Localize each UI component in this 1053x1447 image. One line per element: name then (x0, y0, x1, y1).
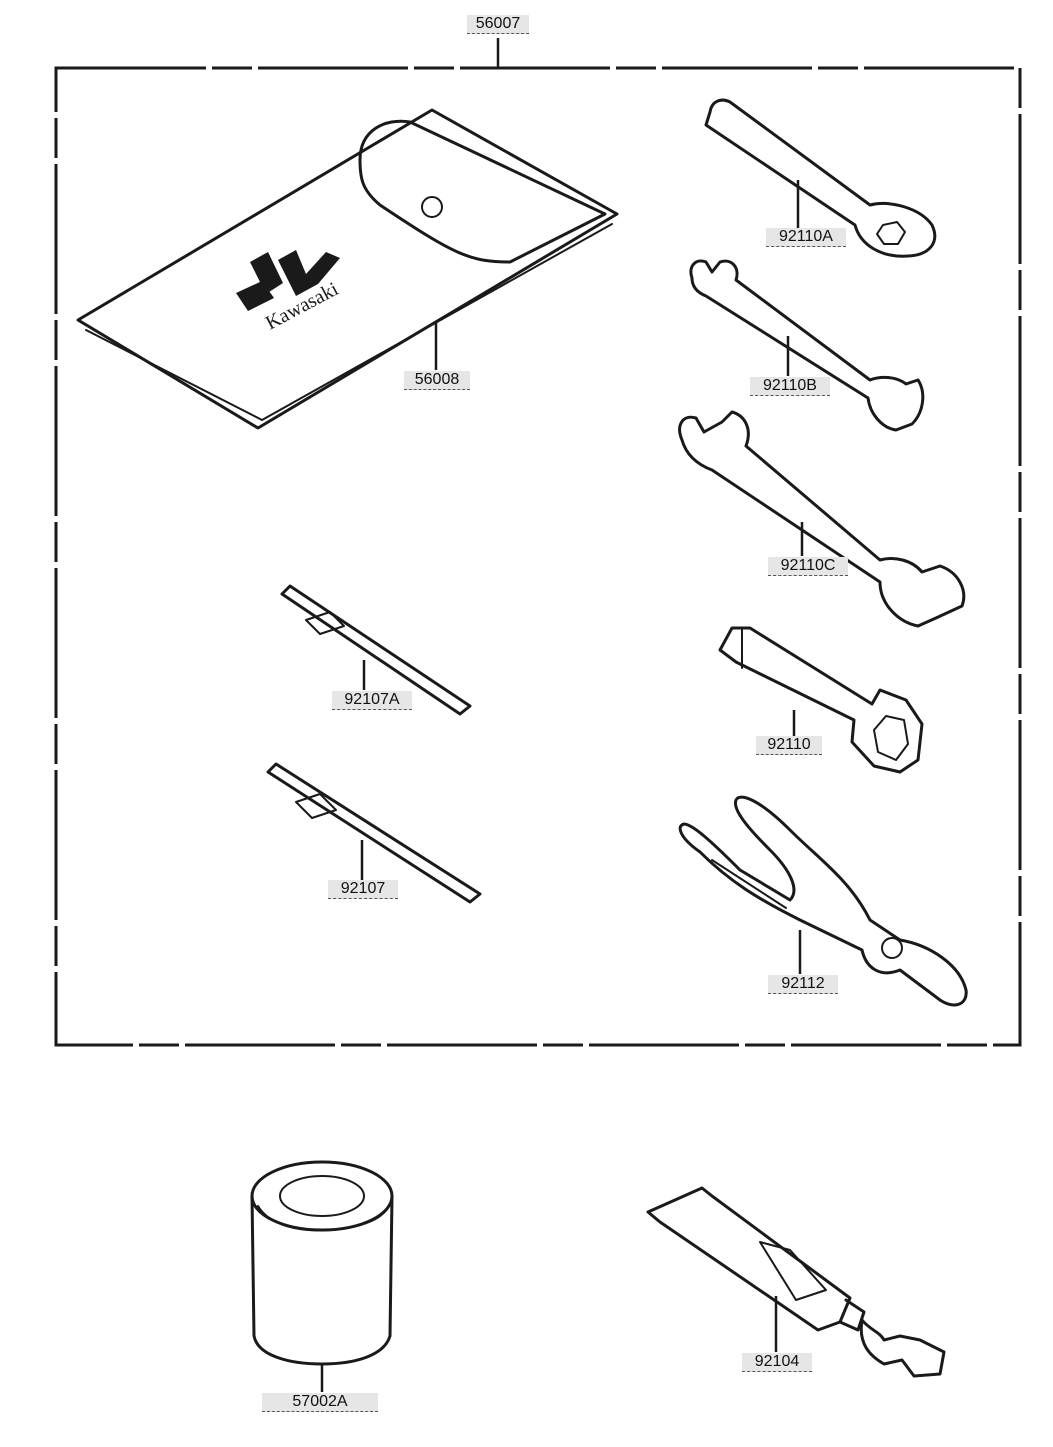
callout-92110b: 92110B (750, 377, 830, 396)
screwdriver-92107-drawing (266, 762, 482, 904)
callout-92112: 92112 (768, 975, 838, 994)
callout-56007: 56007 (467, 15, 529, 34)
screwdriver-92107a-drawing (280, 584, 472, 716)
tube-92104-drawing (646, 1186, 946, 1378)
wrench-92110c-drawing (678, 410, 966, 628)
callout-92107a: 92107A (332, 691, 412, 710)
pliers-92112-drawing (678, 795, 968, 1007)
tool-case-drawing: Kawasaki (76, 108, 619, 430)
box-wrench-92110-drawing (718, 626, 924, 774)
callout-92110a: 92110A (766, 228, 846, 247)
wrench-92110b-drawing (689, 259, 925, 432)
can-57002a-drawing (250, 1160, 394, 1366)
callout-92104: 92104 (742, 1353, 812, 1372)
wrench-92110a-drawing (704, 98, 937, 258)
callout-56008: 56008 (404, 371, 470, 390)
callout-92110c: 92110C (768, 557, 848, 576)
callout-92110: 92110 (756, 736, 822, 755)
tool-kit-frame (54, 66, 1022, 1047)
callout-92107: 92107 (328, 880, 398, 899)
callout-57002a: 57002A (262, 1393, 378, 1412)
